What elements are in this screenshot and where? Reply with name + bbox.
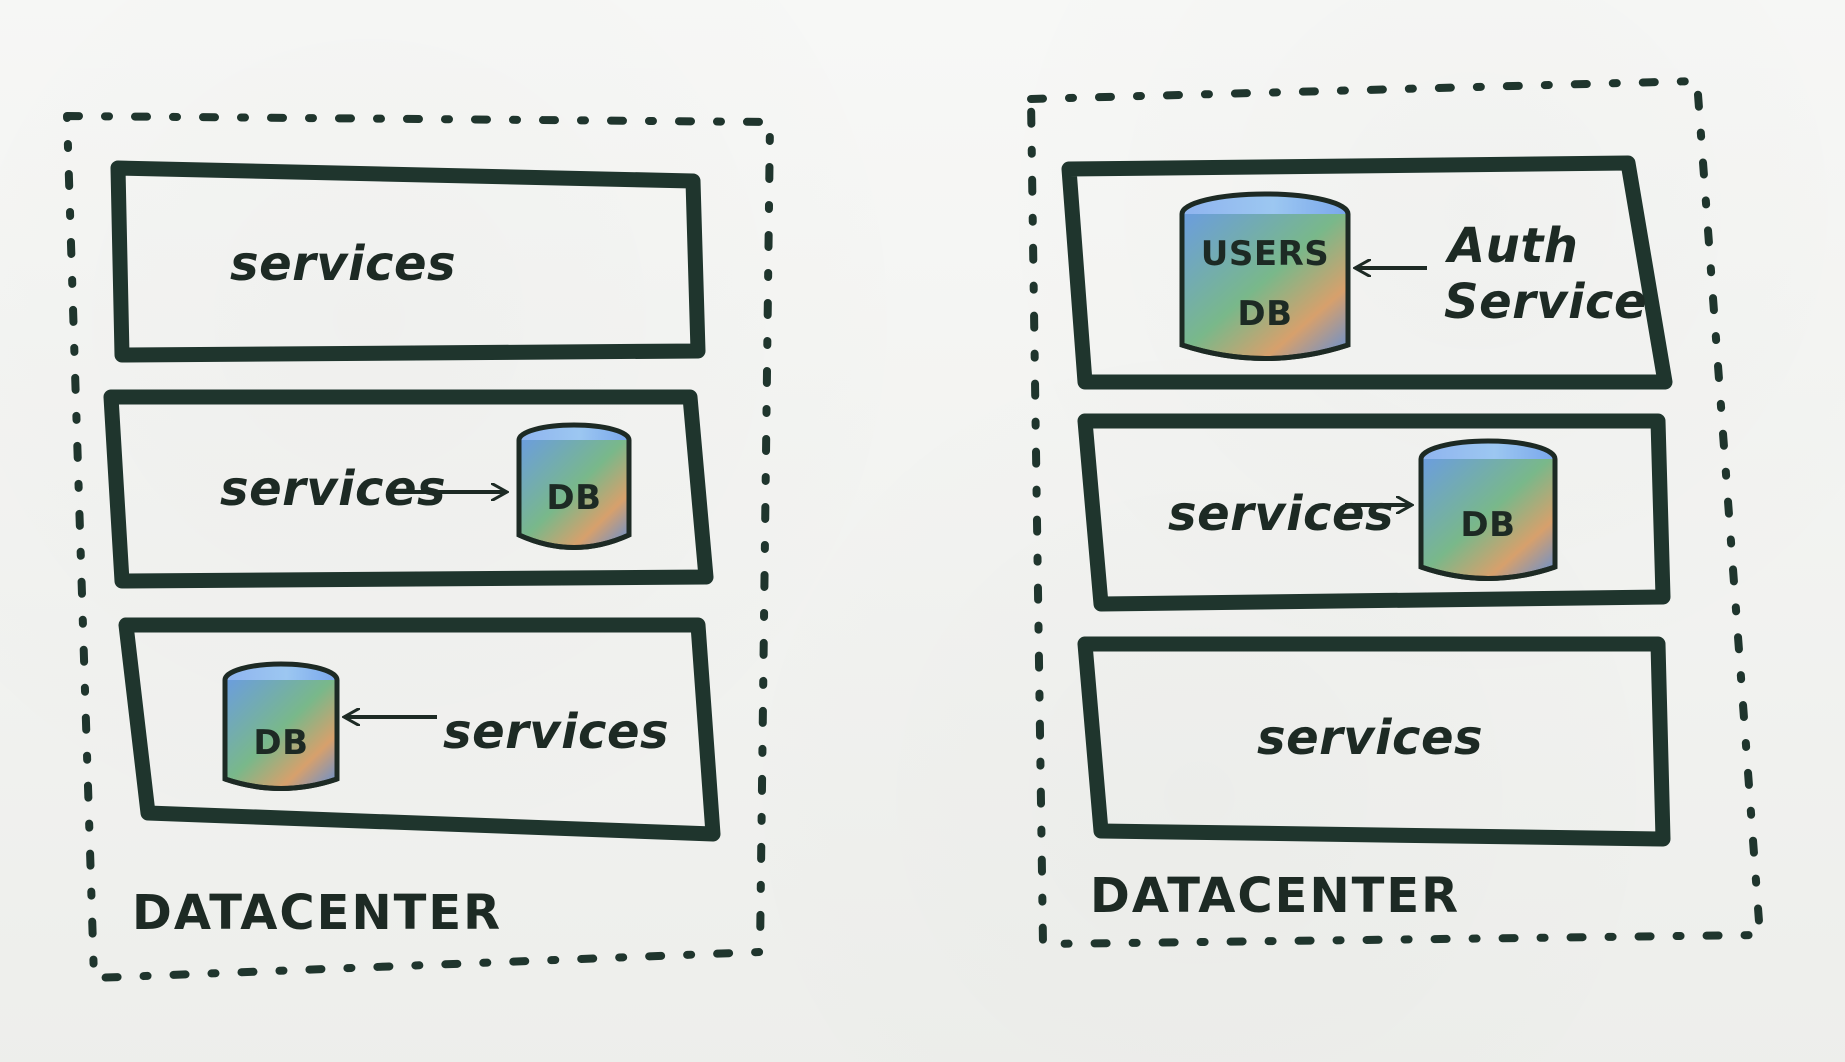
right-db-icon-2: DB [1418,438,1558,581]
right-services-box-1 [1061,155,1673,390]
left-datacenter-boundary [63,112,774,982]
users-db-label-line-2: DB [1237,294,1292,334]
left-db-icon-3: DB [222,661,340,791]
left-row-2: services DB [103,389,714,589]
left-services-box-3 [118,617,721,842]
left-service-label-2: services [220,461,446,517]
left-service-label-3: services [443,704,669,760]
right-service-label-2: services [1168,486,1394,542]
right-datacenter-label: DATACENTER [1090,868,1460,924]
auth-service-label-line-2: Service [1444,274,1647,330]
right-datacenter-boundary [1027,77,1764,948]
right-db-label-2: DB [1460,505,1515,545]
left-row-1: services [110,160,706,363]
left-row-3: DB services [118,617,721,842]
users-db-label-line-1: USERS [1201,234,1330,274]
right-row-3: services [1077,636,1671,847]
right-row-2: services DB [1077,413,1671,612]
users-db-icon: USERS DB [1179,191,1351,361]
right-row-1: USERS DB Auth Service [1061,155,1673,390]
left-datacenter: services services DB DB services [63,112,774,982]
right-services-box-2 [1077,413,1671,612]
right-service-label-3: services [1257,710,1483,766]
auth-service-label-line-1: Auth [1444,218,1578,274]
left-db-label-3: DB [253,723,308,763]
right-services-box-3 [1077,636,1671,847]
left-db-icon-2: DB [516,422,632,550]
right-datacenter: USERS DB Auth Service services DB servic… [1027,77,1764,948]
left-service-label-1: services [230,236,456,292]
left-datacenter-label: DATACENTER [132,885,502,941]
left-services-box-1 [110,160,706,363]
left-services-box-2 [103,389,714,589]
left-db-label-2: DB [546,478,601,518]
